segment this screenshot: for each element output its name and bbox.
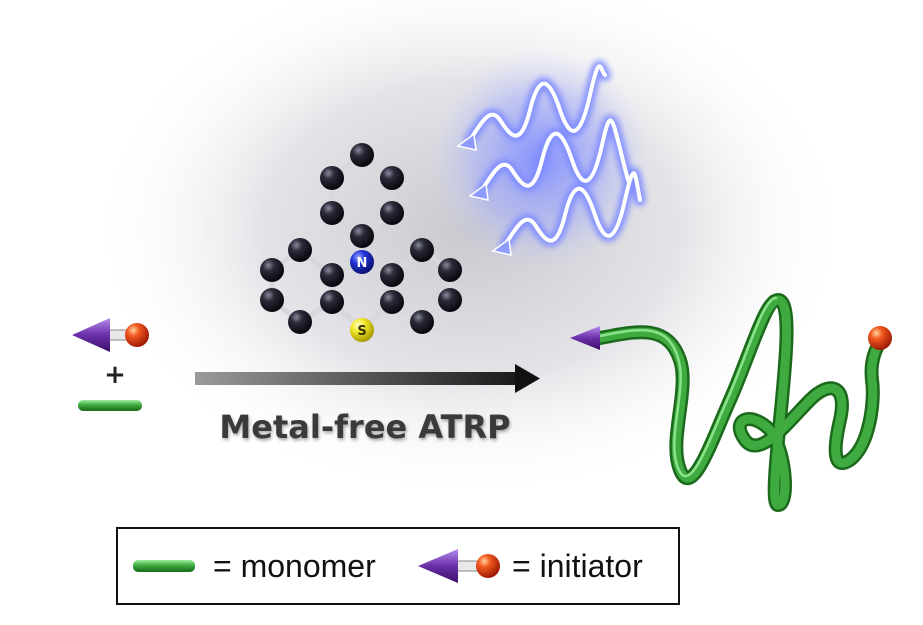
- reaction-arrow-icon: [195, 364, 540, 393]
- legend-monomer-icon: [133, 560, 195, 572]
- legend-initiator-label: = initiator: [512, 548, 643, 584]
- plus-sign: +: [104, 360, 126, 390]
- legend-monomer-label: = monomer: [213, 548, 376, 584]
- legend: [116, 527, 680, 605]
- nitrogen-label: N: [357, 256, 368, 271]
- photocatalyst-molecule: N S: [260, 143, 462, 342]
- molecule-carbon-atoms: [260, 143, 462, 334]
- initiator-icon: [72, 318, 149, 352]
- sulfur-atom: [350, 318, 374, 342]
- light-wave-icon: [430, 50, 650, 270]
- legend-initiator-icon: [418, 549, 500, 583]
- monomer-icon: [78, 400, 142, 411]
- polymer-product: [570, 292, 892, 513]
- sulfur-label: S: [357, 324, 366, 339]
- nitrogen-atom: [350, 250, 374, 274]
- reaction-label: Metal-free ATRP: [219, 408, 511, 446]
